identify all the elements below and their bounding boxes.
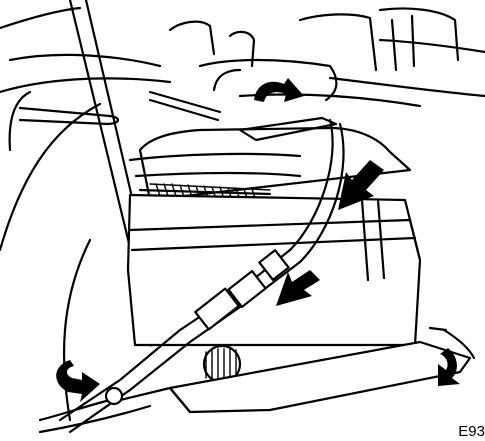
arrow-buckle-right [428,326,476,386]
arrow-headrest-belt-routing [254,78,304,102]
arrow-buckle-left [56,360,100,402]
vent-slots [155,183,257,202]
rear-seat [0,6,485,422]
figure-code-label: E93 [456,423,485,440]
arrow-strap-over-lid [338,160,384,210]
cool-box [118,126,472,414]
belt-buckle [104,249,290,406]
arrow-strap-down-side [276,270,320,306]
headrest [168,7,460,102]
